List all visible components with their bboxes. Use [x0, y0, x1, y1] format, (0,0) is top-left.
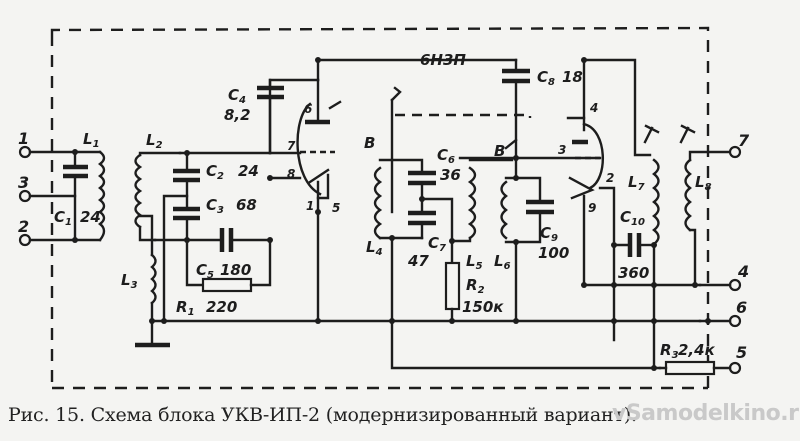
- terminal-1-label: 1: [18, 129, 29, 148]
- tube-pin-9: 9: [588, 201, 596, 215]
- terminal-4-label: 4: [737, 262, 749, 281]
- labels: 1 3 2 7 4 6 5 6Н3П L1 C1 24 L2 L3 C2 24 …: [18, 51, 750, 362]
- R2-label: R2: [466, 276, 485, 296]
- tube-type-label: 6Н3П: [420, 51, 466, 69]
- L8-label: L8: [695, 173, 712, 193]
- C3-value: 68: [236, 196, 257, 214]
- terminal-3[interactable]: [18, 189, 32, 203]
- tube-pin-7: 7: [287, 139, 296, 153]
- input-circuit: [18, 145, 106, 247]
- C1-label: C1: [54, 208, 72, 228]
- terminal-5-label: 5: [736, 343, 747, 362]
- C6-label: C6: [437, 146, 455, 166]
- l4-tank: [373, 86, 532, 324]
- R3-label: R3: [660, 341, 679, 361]
- C9-label: C9: [540, 224, 558, 244]
- inductor-L6: [500, 180, 508, 240]
- inductor-L1: [98, 150, 106, 242]
- C8-value: 18: [562, 68, 583, 86]
- inductor-L7: [652, 158, 660, 246]
- triode-left: [267, 57, 518, 324]
- shield-enclosure: [50, 26, 710, 390]
- terminal-6-label: 6: [736, 298, 747, 317]
- L4-label: L4: [366, 238, 383, 258]
- C2-value: 24: [238, 162, 259, 180]
- terminal-3-label: 3: [18, 173, 29, 192]
- inductor-L8: [684, 158, 692, 232]
- C3-label: C3: [206, 196, 224, 216]
- terminal-2-label: 2: [18, 217, 29, 236]
- r3-bus: [390, 319, 732, 376]
- tap-mark-left: В: [364, 134, 375, 152]
- terminal-2[interactable]: [18, 233, 32, 247]
- resistor-R2: [444, 261, 461, 311]
- l5-r2: [444, 158, 514, 324]
- terminal-7[interactable]: [728, 145, 742, 159]
- C10-label: C10: [620, 208, 645, 228]
- C7-value: 47: [407, 252, 429, 270]
- tube-pin-6: 6: [304, 102, 312, 116]
- L5-label: L5: [466, 252, 483, 272]
- tube-pin-1: 1: [306, 199, 314, 213]
- L2-label: L2: [146, 131, 163, 151]
- C1-value: 24: [80, 208, 101, 226]
- L6-label: L6: [494, 252, 511, 272]
- tube-pin-5: 5: [332, 201, 340, 215]
- C10-value: 360: [618, 264, 649, 282]
- input-transformer: [134, 151, 182, 348]
- inductor-L4: [373, 166, 383, 240]
- C5-label: C5: [196, 261, 214, 281]
- L1-label: L1: [83, 130, 100, 150]
- C4-value: 8,2: [224, 106, 251, 124]
- C5-value: 180: [220, 261, 251, 279]
- L7-label: L7: [628, 173, 645, 193]
- C4-label: C4: [228, 86, 246, 106]
- tap-mark-right: В: [494, 142, 505, 160]
- tube-pin-2: 2: [606, 171, 614, 185]
- capacitor-C4: [257, 78, 284, 155]
- C6-value: 36: [440, 166, 461, 184]
- C9-value: 100: [538, 244, 569, 262]
- terminal-6[interactable]: [728, 314, 742, 328]
- R1-label: R1: [176, 298, 195, 318]
- inductor-L5: [467, 166, 477, 240]
- R1-value: 220: [206, 298, 237, 316]
- figure-caption: Рис. 15. Схема блока УКВ-ИП-2 (модернизи…: [8, 404, 637, 426]
- watermark: vSamodelkino.ru: [612, 401, 800, 426]
- C2-label: C2: [206, 162, 224, 182]
- inductor-L3: [150, 253, 157, 305]
- output-transformer: [581, 124, 742, 375]
- R2-value: 150к: [462, 298, 504, 316]
- triode-right: [566, 57, 702, 287]
- L3-label: L3: [121, 271, 138, 291]
- C7-label: C7: [428, 234, 446, 254]
- terminal-1[interactable]: [18, 145, 32, 159]
- resistor-R3: [664, 360, 716, 376]
- terminal-5[interactable]: [728, 361, 742, 375]
- tube-pin-3: 3: [558, 143, 566, 157]
- C8-label: C8: [537, 68, 555, 88]
- tube-pin-8: 8: [287, 167, 295, 181]
- grid-network: [150, 78, 702, 324]
- terminal-7-label: 7: [738, 131, 750, 150]
- tube-pin-4: 4: [589, 101, 598, 115]
- R3-value: 2,4к: [678, 341, 716, 359]
- l6-tank: [458, 58, 602, 324]
- terminal-4[interactable]: [728, 278, 742, 292]
